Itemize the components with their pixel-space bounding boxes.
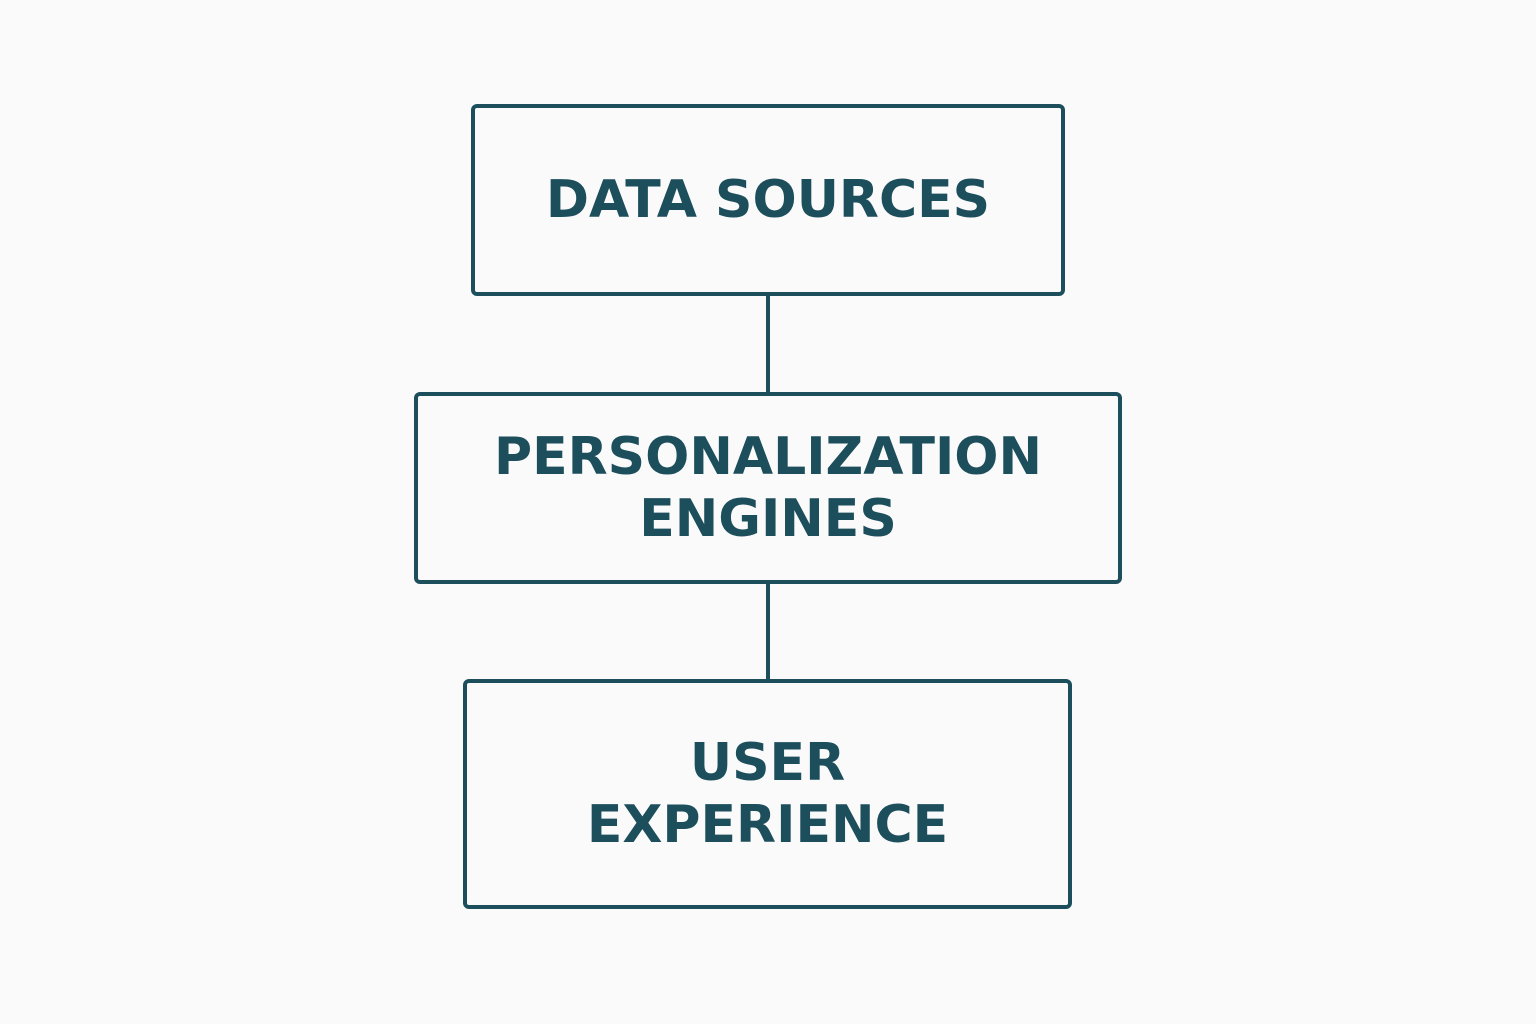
node-label-line-1: USER <box>689 732 846 793</box>
edge-personalization-engines-to-user-experience <box>766 584 770 679</box>
node-label-line-1: PERSONALIZATION <box>493 426 1043 487</box>
node-user-experience: USER EXPERIENCE <box>463 679 1072 909</box>
node-data-sources: DATA SOURCES <box>471 104 1065 296</box>
node-label: DATA SOURCES <box>545 169 991 230</box>
edge-data-sources-to-personalization-engines <box>766 296 770 392</box>
node-label-line-2: ENGINES <box>639 489 897 549</box>
node-personalization-engines: PERSONALIZATION ENGINES <box>414 392 1122 584</box>
node-label-line-2: EXPERIENCE <box>586 795 949 855</box>
